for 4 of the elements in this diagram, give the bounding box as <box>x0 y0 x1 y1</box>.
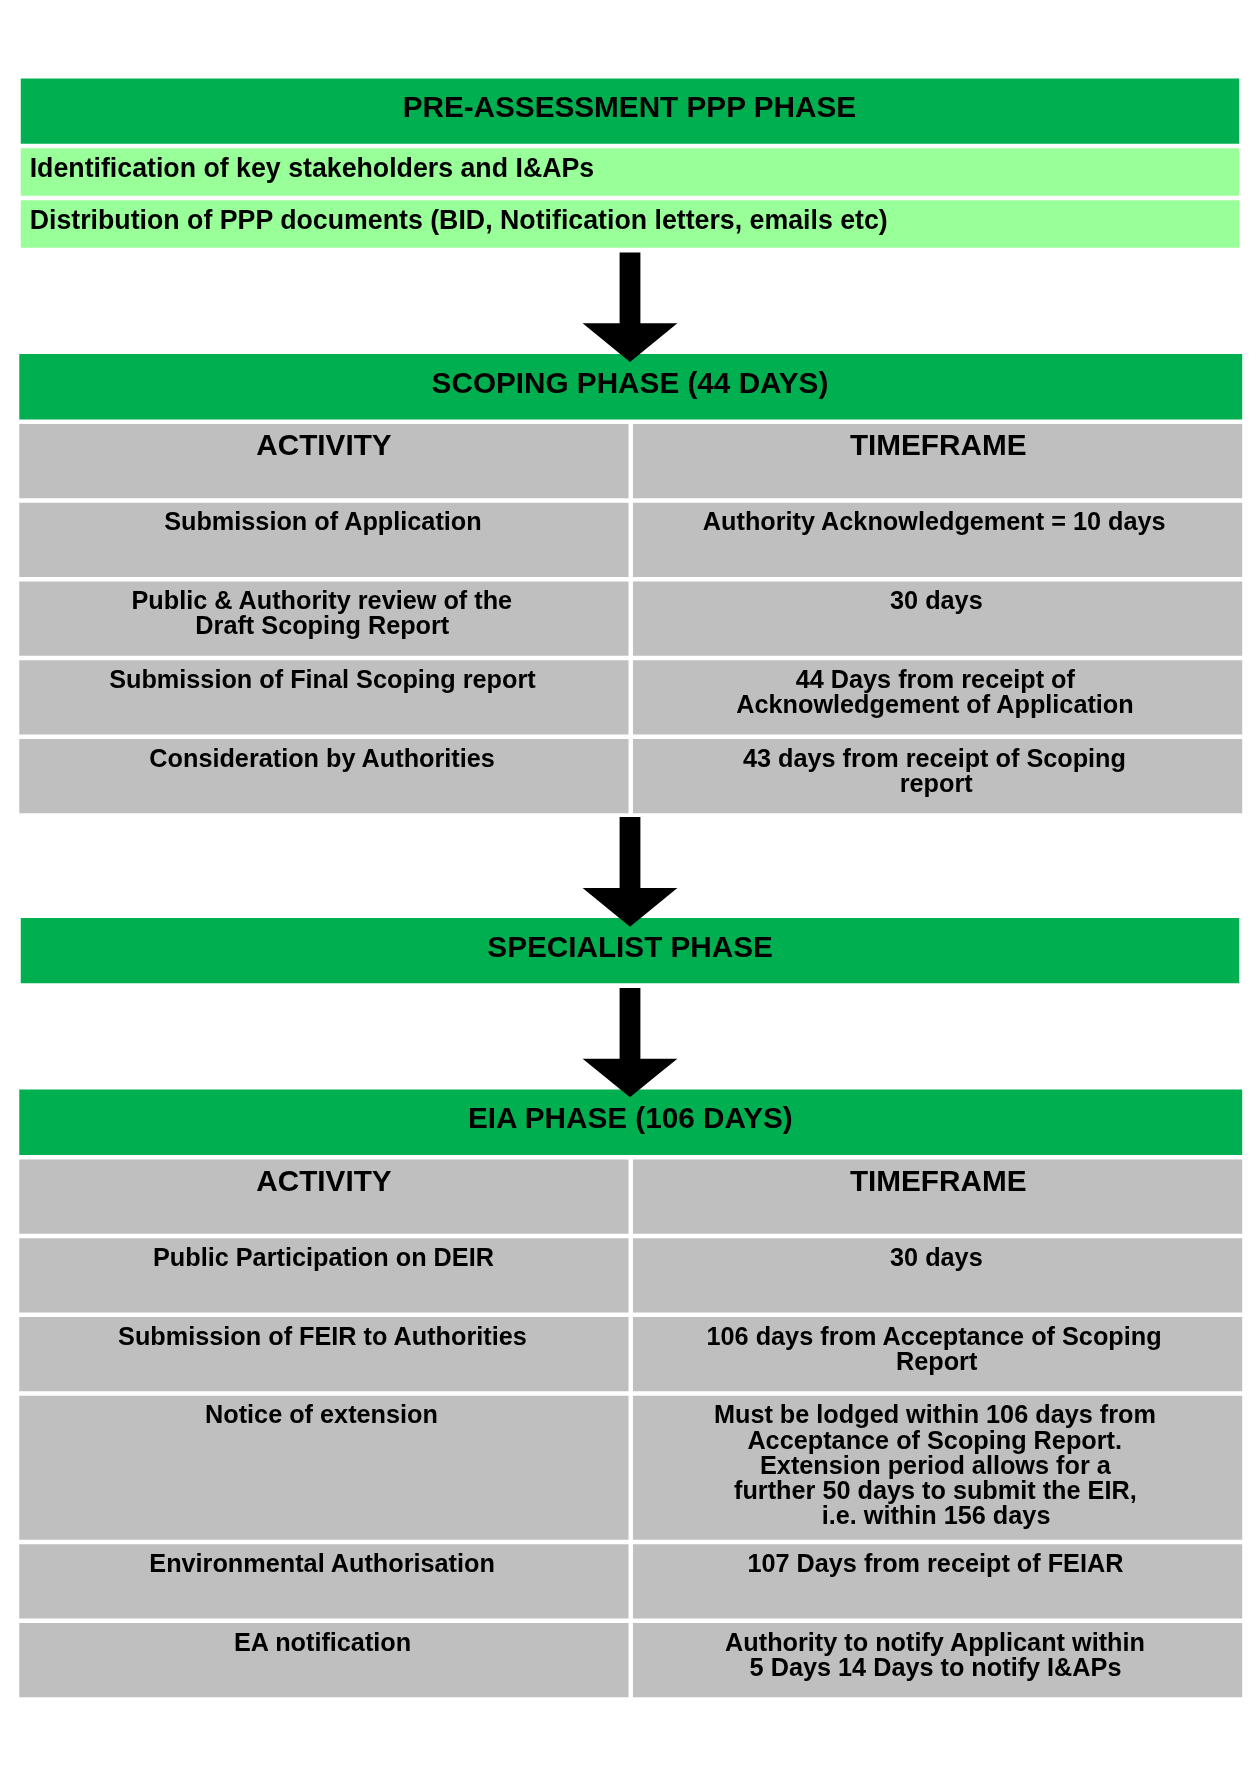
arrow <box>582 816 678 927</box>
arrow <box>582 251 678 362</box>
arrow <box>582 987 678 1097</box>
node-box: SPECIALIST PHASE <box>20 917 1240 983</box>
